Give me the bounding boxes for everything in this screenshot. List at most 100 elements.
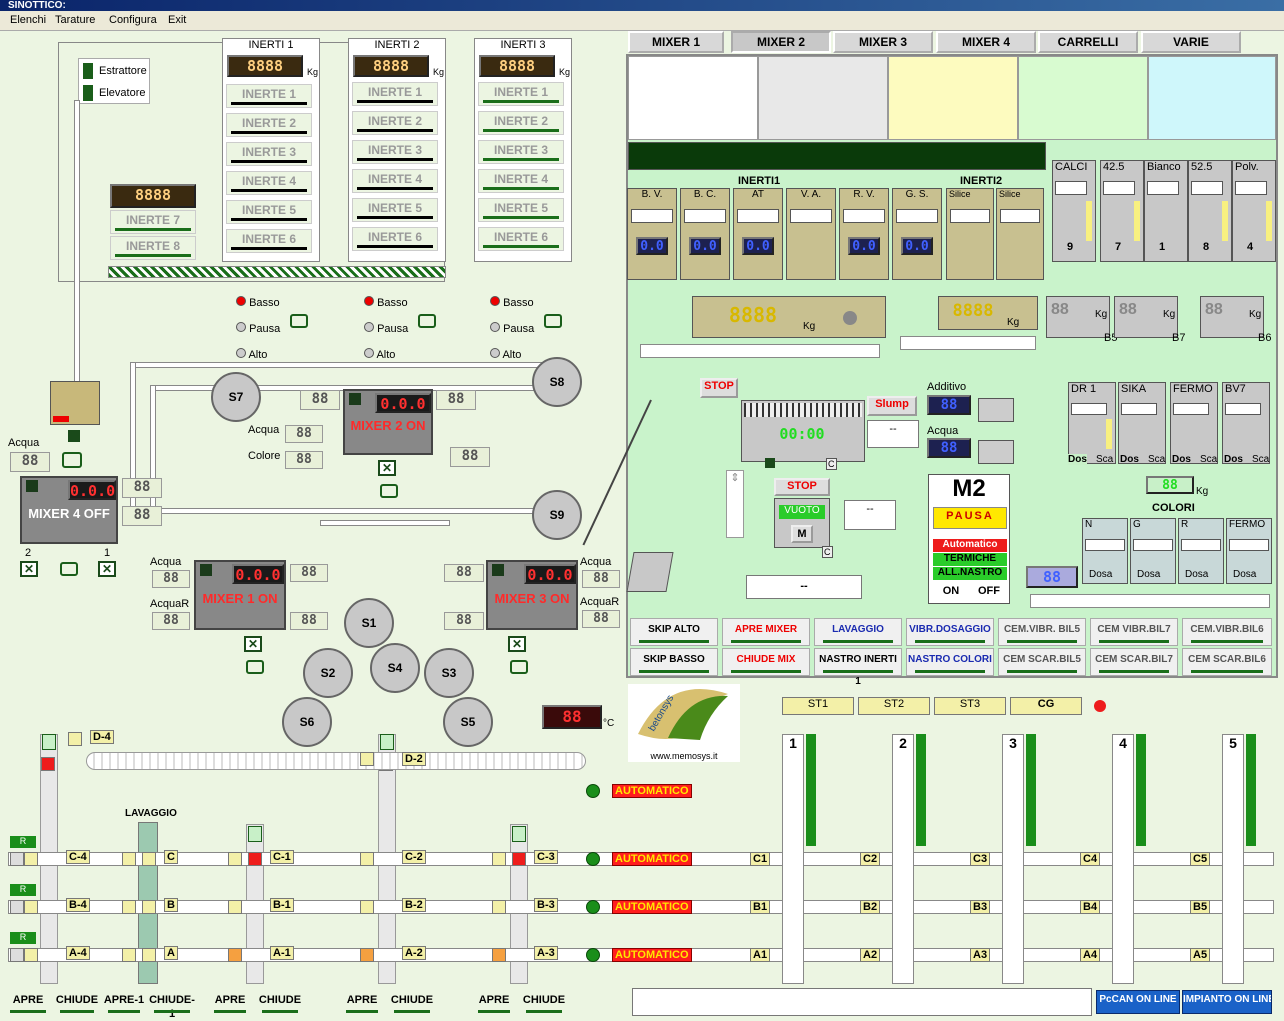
stop-button-1[interactable]: STOP: [700, 378, 738, 398]
inerti2-item-3[interactable]: INERTE 3: [352, 140, 438, 164]
b-r-button[interactable]: R: [10, 884, 36, 896]
inerte8-item[interactable]: INERTE 8: [110, 236, 196, 260]
color-fermo[interactable]: FERMO Dosa: [1226, 518, 1272, 584]
chiude1-button[interactable]: CHIUDE-1: [148, 993, 196, 1020]
silo-s9[interactable]: S9: [532, 490, 582, 540]
lane4-top-icon[interactable]: [42, 734, 56, 750]
nastro-colori-button[interactable]: NASTRO COLORI: [906, 648, 994, 676]
c-sq3[interactable]: [228, 852, 242, 866]
sca-3[interactable]: Sca: [1200, 454, 1218, 465]
automatico-indicator[interactable]: Automatico: [933, 539, 1007, 552]
menu-tarature[interactable]: Tarature: [55, 14, 96, 26]
additive-sika[interactable]: SIKA: [1118, 382, 1166, 464]
menu-exit[interactable]: Exit: [168, 14, 187, 26]
additive-fermo[interactable]: FERMO: [1170, 382, 1218, 464]
nastro-inerti-button[interactable]: NASTRO INERTI 1: [814, 648, 902, 687]
inerti3-item-5[interactable]: INERTE 5: [478, 198, 564, 222]
silo-s6[interactable]: S6: [282, 697, 332, 747]
c-sq5[interactable]: [492, 852, 506, 866]
color-r[interactable]: R Dosa: [1178, 518, 1224, 584]
inerti3-item-1[interactable]: INERTE 1: [478, 82, 564, 106]
b-left-sq2[interactable]: [24, 900, 38, 914]
c-r-button[interactable]: R: [10, 836, 36, 848]
mixer1-pause-icon[interactable]: [246, 660, 264, 674]
c-left-sq2[interactable]: [24, 852, 38, 866]
a-left-sq2[interactable]: [24, 948, 38, 962]
chiude-mix-button[interactable]: CHIUDE MIX: [722, 648, 810, 676]
pausa-button[interactable]: PAUSA: [933, 507, 1007, 529]
mixer1-close-icon[interactable]: ✕: [244, 636, 262, 652]
hopper-rv[interactable]: R. V. 0.0: [839, 188, 889, 280]
silo-s4[interactable]: S4: [370, 643, 420, 693]
inerti1-item-2[interactable]: INERTE 2: [226, 113, 312, 137]
d4-square[interactable]: [68, 732, 82, 746]
cement-silo-525[interactable]: 52.5 8: [1188, 160, 1232, 262]
sca-1[interactable]: Sca: [1096, 454, 1114, 465]
cement-silo-bianco[interactable]: Bianco 1: [1144, 160, 1188, 262]
additive-bv7[interactable]: BV7: [1222, 382, 1270, 464]
d2-square[interactable]: [360, 752, 374, 766]
inerti1-item-1[interactable]: INERTE 1: [226, 84, 312, 108]
c-sq1[interactable]: [122, 852, 136, 866]
additive-dr1[interactable]: DR 1: [1068, 382, 1116, 464]
tab-carrelli[interactable]: CARRELLI: [1038, 31, 1138, 53]
tab-mixer-1[interactable]: MIXER 1: [628, 31, 724, 53]
inerti1-item-4[interactable]: INERTE 4: [226, 171, 312, 195]
hopper-va[interactable]: V. A.: [786, 188, 836, 280]
tab-mixer-4[interactable]: MIXER 4: [936, 31, 1036, 53]
chiude-button-3[interactable]: CHIUDE: [388, 993, 436, 1015]
inerti2-item-4[interactable]: INERTE 4: [352, 169, 438, 193]
hopper-bc[interactable]: B. C. 0.0: [680, 188, 730, 280]
cem-vibr-bil6-button[interactable]: CEM.VIBR.BIL6: [1182, 618, 1272, 646]
apre1-button[interactable]: APRE-1: [102, 993, 146, 1015]
mixer4-pause-icon-2[interactable]: [60, 562, 78, 576]
a-sq1[interactable]: [122, 948, 136, 962]
color-n[interactable]: N Dosa: [1082, 518, 1128, 584]
chiude-button-2[interactable]: CHIUDE: [256, 993, 304, 1015]
inerti1-item-3[interactable]: INERTE 3: [226, 142, 312, 166]
menu-configura[interactable]: Configura: [109, 14, 157, 26]
off-button[interactable]: OFF: [978, 585, 1000, 597]
skip-alto-button[interactable]: SKIP ALTO: [630, 618, 718, 646]
cement-silo-calci[interactable]: CALCI 9: [1052, 160, 1096, 262]
b-sq1[interactable]: [122, 900, 136, 914]
mixer2-pause-icon[interactable]: [380, 484, 398, 498]
cem-scar-bil6-button[interactable]: CEM SCAR.BIL6: [1182, 648, 1272, 676]
hopper-gs[interactable]: G. S. 0.0: [892, 188, 942, 280]
a-sq4[interactable]: [360, 948, 374, 962]
tab-mixer-2[interactable]: MIXER 2: [731, 31, 831, 53]
apre-mixer-button[interactable]: APRE MIXER: [722, 618, 810, 646]
slump-button[interactable]: Slump: [867, 396, 917, 416]
silo-s5[interactable]: S5: [443, 697, 493, 747]
mixer4-close-icon-2[interactable]: ✕: [20, 561, 38, 577]
pause-icon-3[interactable]: [544, 314, 562, 328]
vibr-dosaggio-button[interactable]: VIBR.DOSAGGIO: [906, 618, 994, 646]
a-sq5[interactable]: [492, 948, 506, 962]
cem-scar-bil7-button[interactable]: CEM SCAR.BIL7: [1090, 648, 1178, 676]
chiude-button-1[interactable]: CHIUDE: [54, 993, 100, 1015]
lavaggio-button[interactable]: LAVAGGIO: [814, 618, 902, 646]
chiude-button-4[interactable]: CHIUDE: [520, 993, 568, 1015]
apre-button-4[interactable]: APRE: [472, 993, 516, 1015]
station-st3[interactable]: ST3: [934, 697, 1006, 715]
c-left-sq[interactable]: [10, 852, 24, 866]
mixer4-pause-icon[interactable]: [62, 452, 82, 468]
b-sq3[interactable]: [228, 900, 242, 914]
cem-vibr-bil5-button[interactable]: CEM.VIBR. BIL5: [998, 618, 1086, 646]
dos-1[interactable]: Dos: [1068, 454, 1087, 465]
mixer-4[interactable]: 0.0.0 MIXER 4 OFF: [20, 476, 118, 544]
mixer-3[interactable]: 0.0.0 MIXER 3 ON: [486, 560, 578, 630]
b-left-sq[interactable]: [10, 900, 24, 914]
pause-icon-2[interactable]: [418, 314, 436, 328]
mixer4-close-icon-1[interactable]: ✕: [98, 561, 116, 577]
cement-silo-425[interactable]: 42.5 7: [1100, 160, 1144, 262]
cem-scar-bil5-button[interactable]: CEM SCAR.BIL5: [998, 648, 1086, 676]
silo-s1[interactable]: S1: [344, 598, 394, 648]
inerti2-item-5[interactable]: INERTE 5: [352, 198, 438, 222]
c-sq4[interactable]: [360, 852, 374, 866]
dos-2[interactable]: Dos: [1120, 454, 1139, 465]
skip-arrows-icon[interactable]: ⇕: [726, 470, 744, 538]
a-r-button[interactable]: R: [10, 932, 36, 944]
a-sq3[interactable]: [228, 948, 242, 962]
color-g[interactable]: G Dosa: [1130, 518, 1176, 584]
